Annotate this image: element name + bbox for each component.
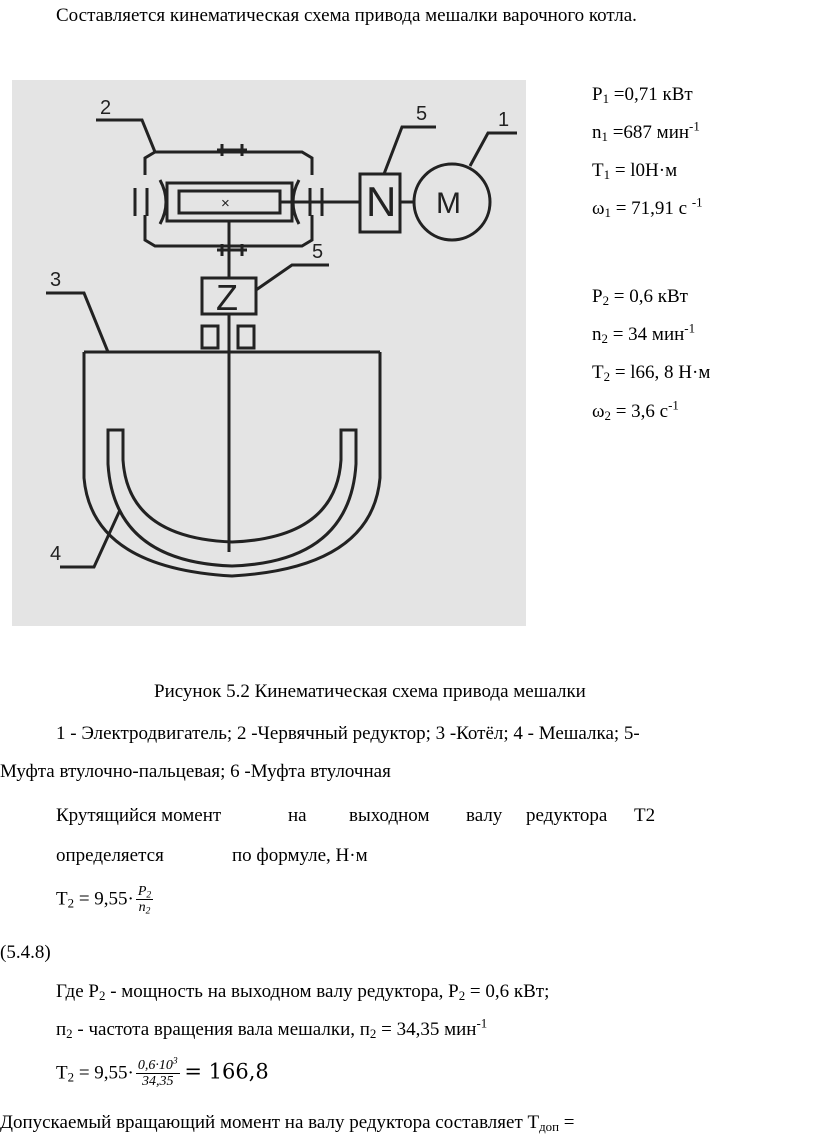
kinematic-diagram: 2 5 1 3 5 4 M N Z × — [12, 80, 526, 626]
figure-caption: Рисунок 5.2 Кинематическая схема привода… — [154, 681, 586, 702]
paragraph-line-1-word-3: выходном — [349, 805, 430, 826]
worm-left-arc — [158, 179, 168, 225]
paragraph-line-1-word-4: валу — [466, 805, 503, 826]
callout-line-3 — [46, 291, 110, 353]
callout-line-5-top — [382, 125, 436, 175]
coupling-bottom-letter: Z — [216, 277, 238, 318]
last-line: Допускаемый вращающий момент на валу ред… — [0, 1112, 575, 1135]
motor-label: M — [436, 187, 461, 220]
reducer-top-bracket — [143, 150, 314, 175]
equation-number: (5.4.8) — [0, 942, 51, 963]
param-t2: T2 = l66, 8 Н·м — [592, 362, 711, 385]
callout-line-1 — [468, 131, 517, 167]
callout-3: 3 — [50, 269, 61, 291]
callout-line-2 — [96, 118, 157, 153]
callout-2: 2 — [100, 97, 111, 119]
callout-4: 4 — [50, 543, 61, 565]
header-text: Составляется кинематическая схема привод… — [56, 5, 637, 26]
paragraph-line-1-word-5: редуктора — [526, 805, 608, 826]
param-t1: T1 = l0Н·м — [592, 160, 678, 183]
callout-1: 1 — [498, 109, 509, 131]
motor-circle — [412, 162, 492, 242]
sleeve-coupling-left — [200, 324, 220, 350]
paragraph-line-1-word-1: Крутящийся момент — [56, 805, 222, 826]
callout-line-4 — [60, 509, 122, 569]
param-p1: P1 =0,71 кВт — [592, 84, 693, 107]
paragraph-line-2-word-1: определяется — [56, 845, 164, 866]
param-w1: ω1 = 71,91 с -1 — [592, 194, 703, 221]
param-p2: P2 = 0,6 кВт — [592, 286, 688, 309]
param-n2: n2 = 34 мин-1 — [592, 320, 696, 347]
callout-5-bottom: 5 — [312, 241, 323, 263]
paragraph-line-1-word-2: на — [288, 805, 307, 826]
sleeve-coupling-right — [236, 324, 256, 350]
callout-5-top: 5 — [416, 103, 427, 125]
param-n1: n1 =687 мин-1 — [592, 118, 700, 145]
legend-line-1: 1 - Электродвигатель; 2 -Червячный редук… — [56, 723, 640, 744]
callout-line-5-bottom — [255, 263, 329, 292]
boiler-body — [82, 352, 382, 578]
param-w2: ω2 = 3,6 с-1 — [592, 397, 679, 424]
mixer-paddle — [106, 428, 358, 568]
gear-center-mark: × — [221, 195, 230, 212]
coupling-top — [358, 172, 402, 234]
where-line-2: п2 - частота вращения вала мешалки, п2 =… — [56, 1015, 488, 1042]
legend-line-2: Муфта втулочно-пальцевая; 6 -Муфта втуло… — [0, 761, 391, 782]
paragraph-line-2-word-2: по формуле, Н·м — [232, 845, 368, 866]
where-line-1: Где Р2 - мощность на выходном валу редук… — [56, 981, 550, 1004]
paragraph-line-1-word-6: Т2 — [634, 805, 656, 826]
coupling-top-letter: N — [366, 178, 396, 225]
